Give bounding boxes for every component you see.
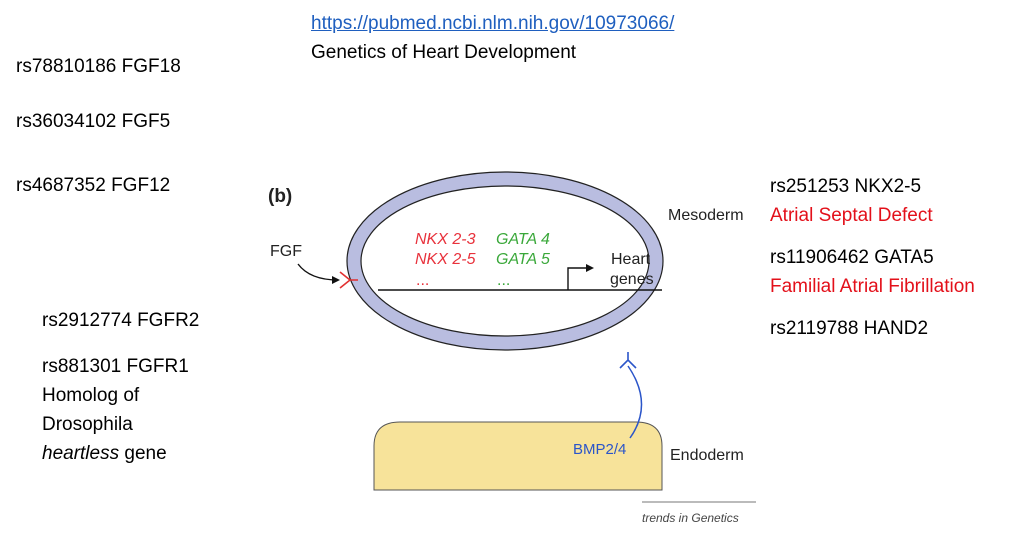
gata4-label: GATA 4	[496, 231, 550, 248]
bmp-arrow	[627, 365, 643, 439]
gene-suffix: gene	[119, 443, 167, 464]
snp-hand2: rs2119788 HAND2	[770, 318, 929, 339]
snp-fgfr1: rs881301 FGFR1	[42, 356, 189, 377]
disease-familial-atrial-fibrillation: Familial Atrial Fibrillation	[770, 276, 975, 297]
disease-atrial-septal-defect: Atrial Septal Defect	[770, 205, 933, 226]
source-link[interactable]: https://pubmed.ncbi.nlm.nih.gov/10973066…	[311, 13, 675, 34]
endoderm-shape	[373, 421, 663, 491]
snp-nkx2-5: rs251253 NKX2-5	[770, 176, 922, 197]
gata5-label: GATA 5	[496, 251, 550, 268]
fgf-receptor	[339, 271, 358, 289]
nkx-ellipsis: ...	[416, 272, 429, 289]
nkx2-5-label: NKX 2-5	[415, 251, 476, 268]
nkx2-3-label: NKX 2-3	[415, 231, 476, 248]
snp-fgf5: rs36034102 FGF5	[16, 111, 171, 132]
homolog-line-3: heartless gene	[42, 442, 167, 466]
footer-credit: trends in Genetics	[642, 511, 739, 525]
page-title: Genetics of Heart Development	[311, 42, 577, 63]
promoter-arrow	[567, 264, 594, 290]
heart-development-diagram: (b) Mesoderm Endoderm FGF BMP2/4 NKX 2-3…	[268, 171, 756, 525]
fgf-arrow	[297, 263, 340, 284]
snp-fgfr2: rs2912774 FGFR2	[42, 310, 200, 331]
bmp-label: BMP2/4	[573, 441, 626, 458]
mesoderm-label: Mesoderm	[668, 207, 744, 224]
heartless-italic: heartless	[42, 443, 120, 464]
homolog-line-1: Homolog of	[42, 385, 140, 406]
gata-ellipsis: ...	[497, 272, 510, 289]
mesoderm-inner	[360, 185, 650, 337]
endoderm-label: Endoderm	[670, 447, 744, 464]
panel-label: (b)	[268, 186, 292, 207]
snp-fgf18: rs78810186 FGF18	[16, 56, 181, 77]
bmp-receptor	[619, 352, 637, 369]
heart-label: Heart	[611, 251, 651, 268]
snp-fgf12: rs4687352 FGF12	[16, 175, 171, 196]
snp-gata5: rs11906462 GATA5	[770, 247, 934, 268]
fgf-label: FGF	[270, 243, 302, 260]
genes-label: genes	[610, 271, 654, 288]
homolog-line-2: Drosophila	[42, 414, 133, 435]
